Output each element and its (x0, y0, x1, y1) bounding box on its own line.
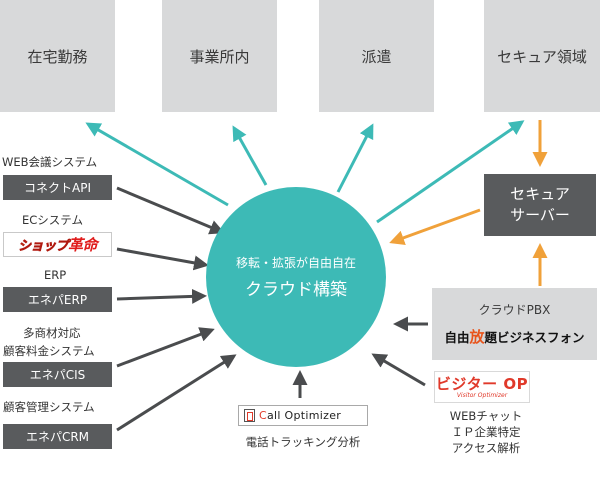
call-tracking-caption: 電話トラッキング分析 (245, 435, 361, 449)
call-optimizer-logo: Call Optimizer (238, 405, 368, 426)
cloud-build-circle: 移転・拡張が自由自在 クラウド構築 (206, 187, 386, 367)
cloud-pbx-box: クラウドPBX 自由放題ビジネスフォン (432, 288, 597, 360)
enepa-crm-box: エネパCRM (3, 424, 112, 449)
shop-kakumei-logo: ショップ 革命 (3, 232, 112, 257)
arrow-server-to-cloud (389, 208, 481, 245)
box-dispatch: 派遣 (319, 0, 434, 112)
secure-server-box: セキュア サーバー (484, 174, 596, 236)
box-telework-label: 在宅勤務 (27, 47, 88, 66)
phone-icon (244, 409, 255, 422)
erp-label: ERP (44, 268, 67, 282)
enepa-crm-label: エネパCRM (25, 430, 90, 444)
access-analysis-label: アクセス解析 (451, 441, 521, 455)
box-dispatch-label: 派遣 (361, 47, 392, 66)
enepa-cis-label: エネパCIS (29, 368, 86, 382)
enepa-erp-box: エネパERP (3, 287, 112, 312)
arrow-from-visitor (371, 353, 426, 387)
enepa-erp-label: エネパERP (27, 293, 88, 307)
connect-api-label: コネクトAPI (24, 181, 91, 195)
product-text-a: 自由 (444, 330, 470, 345)
business-phone-product: 自由放題ビジネスフォン (444, 326, 584, 347)
call-optimizer-logo-text: Call Optimizer (259, 409, 342, 422)
enepa-cis-box: エネパCIS (3, 362, 112, 387)
box-secure-area-label: セキュア領域 (497, 47, 587, 66)
arrow-from-connect-api (116, 186, 225, 235)
web-chat-label: WEBチャット (449, 409, 523, 423)
cis-label-line1: 多商材対応 (23, 326, 81, 340)
cloud-main-label: クラウド構築 (245, 280, 347, 300)
arrow-from-shop (116, 247, 209, 271)
ip-identification-label: ＩＰ企業特定 (451, 425, 521, 439)
arrow-to-secure-area (376, 120, 525, 224)
cloud-pbx-title: クラウドPBX (478, 303, 551, 317)
visitor-optimizer-logo: ビジター OP Visitor Optimizer (434, 371, 530, 403)
box-office: 事業所内 (162, 0, 277, 112)
secure-server-line2: サーバー (510, 206, 570, 224)
web-conference-label: WEB会議システム (2, 155, 98, 169)
arrow-from-crm (116, 354, 237, 432)
visitor-logo-main: ビジター OP (435, 374, 529, 393)
connect-api-box: コネクトAPI (3, 175, 112, 200)
product-text-highlight: 放 (469, 328, 485, 346)
secure-server-line1: セキュア (510, 185, 570, 203)
ec-system-label: ECシステム (22, 213, 83, 227)
cloud-sub-label: 移転・拡張が自由自在 (235, 256, 356, 270)
visitor-logo-sub: Visitor Optimizer (456, 391, 508, 399)
box-telework: 在宅勤務 (0, 0, 115, 112)
box-secure-area: セキュア領域 (484, 0, 600, 112)
shop-logo-text-b: 革命 (68, 236, 98, 254)
arrow-from-erp (116, 288, 207, 304)
box-office-label: 事業所内 (189, 47, 250, 66)
arrow-from-cis (116, 327, 215, 368)
arrow-to-dispatch (336, 123, 374, 193)
cis-label-line2: 顧客料金システム (3, 344, 95, 358)
shop-logo-text-a: ショップ (17, 239, 69, 255)
product-text-b: 題ビジネスフォン (484, 330, 585, 345)
crm-label: 顧客管理システム (3, 400, 95, 414)
arrow-to-telework (85, 122, 229, 207)
arrow-to-office (232, 125, 268, 186)
